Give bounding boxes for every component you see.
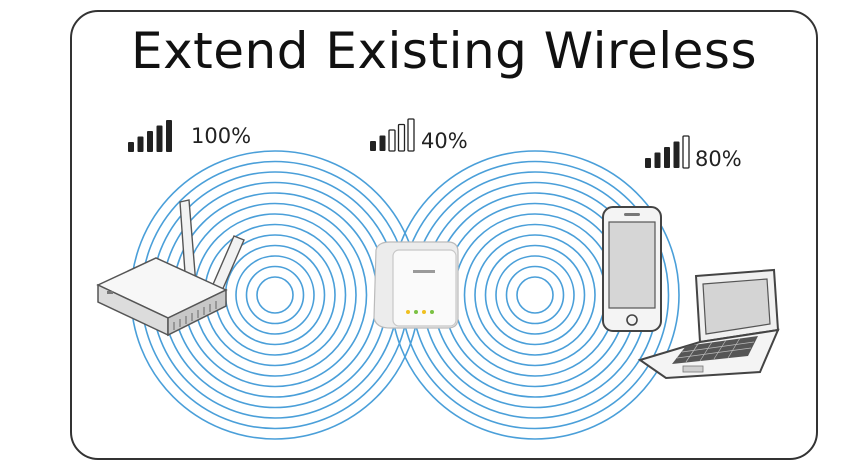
laptop-icon	[637, 268, 780, 380]
coverage-wave	[453, 213, 617, 377]
smartphone-icon	[602, 206, 662, 332]
coverage-wave	[505, 265, 565, 325]
extender-signal-label: 40%	[421, 129, 468, 153]
signal-bar	[645, 158, 651, 168]
signal-bar	[388, 129, 396, 152]
signal-bar	[664, 147, 670, 168]
signal-bar	[379, 135, 386, 151]
signal-bar	[166, 120, 172, 152]
router-signal-bars-icon	[128, 120, 172, 152]
coverage-wave	[474, 234, 596, 356]
client-signal-bars-icon	[645, 135, 690, 169]
client-signal-label: 80%	[695, 147, 742, 171]
signal-bar	[128, 142, 134, 152]
coverage-wave	[442, 202, 628, 388]
coverage-wave	[516, 276, 554, 314]
diagram-title: Extend Existing Wireless	[130, 22, 757, 80]
signal-bar	[407, 118, 415, 152]
extender-signal-bars-icon	[370, 118, 415, 152]
router-coverage-waves	[130, 150, 420, 440]
coverage-wave	[484, 244, 586, 346]
signal-bar	[137, 136, 144, 152]
coverage-wave	[235, 255, 315, 335]
coverage-wave	[495, 255, 575, 335]
range-extender-icon	[373, 241, 459, 329]
coverage-wave	[256, 276, 294, 314]
signal-bar	[673, 141, 680, 168]
coverage-wave	[224, 244, 326, 346]
diagram-frame	[70, 10, 818, 460]
signal-bar	[682, 135, 690, 169]
router-signal-label: 100%	[191, 124, 252, 148]
signal-bar	[397, 123, 406, 152]
wifi-router-icon	[96, 199, 245, 337]
coverage-wave	[245, 265, 305, 325]
signal-bar	[654, 152, 661, 168]
signal-bar	[147, 131, 153, 152]
signal-bar	[370, 141, 376, 151]
signal-bar	[156, 125, 163, 152]
